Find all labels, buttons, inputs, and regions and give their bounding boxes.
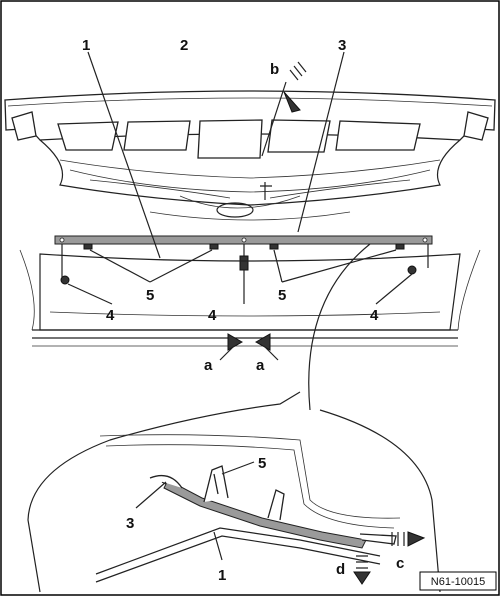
fasteners	[60, 244, 429, 285]
label-part-1-detail: 1	[218, 567, 226, 584]
label-part-3-detail: 3	[126, 515, 134, 532]
label-part-1-top: 1	[82, 37, 90, 54]
label-part-4-center: 4	[208, 307, 217, 324]
arrow-b-icon	[283, 61, 307, 113]
label-arrow-b: b	[270, 61, 279, 78]
label-arrow-a-left: a	[204, 357, 213, 374]
label-arrow-a-right: a	[256, 357, 265, 374]
label-part-5-left: 5	[146, 287, 154, 304]
figure-code: N61-10015	[431, 576, 485, 588]
detail-body-panel	[95, 527, 381, 583]
trunk-lid	[4, 90, 496, 159]
arrow-c-icon	[391, 531, 426, 547]
detail-leader-lines	[135, 461, 255, 561]
figure-code-box	[419, 571, 497, 591]
trim-strip	[54, 235, 433, 245]
detail-magnifier	[27, 243, 441, 593]
label-part-5-detail: 5	[258, 455, 266, 472]
leader-lines	[67, 51, 413, 305]
label-part-2: 2	[180, 37, 188, 54]
trunk-floor	[19, 249, 481, 347]
arrow-a-right-icon	[254, 333, 279, 361]
label-part-5-right: 5	[278, 287, 286, 304]
arrow-a-left-icon	[219, 333, 244, 361]
trunk-cavity	[39, 139, 461, 221]
label-part-4-left: 4	[106, 307, 115, 324]
label-part-3-top: 3	[338, 37, 346, 54]
label-arrow-d: d	[336, 561, 345, 578]
clips	[83, 243, 405, 250]
arrow-d-icon	[353, 555, 371, 585]
label-part-4-right: 4	[370, 307, 379, 324]
detail-trim-section	[99, 434, 401, 549]
label-arrow-c: c	[396, 555, 404, 572]
